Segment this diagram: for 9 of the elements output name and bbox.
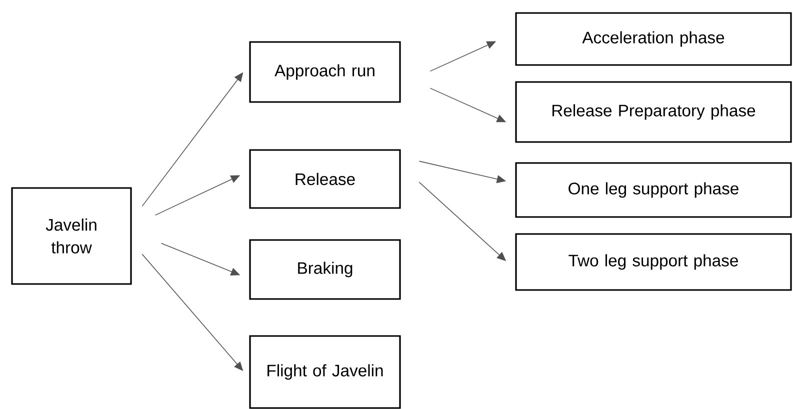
process-box: Braking: [249, 239, 401, 300]
process-box: One leg support phase: [515, 162, 792, 218]
process-box: Release Preparatory phase: [515, 81, 792, 143]
process-box: Two leg support phase: [515, 233, 792, 291]
process-box: Acceleration phase: [515, 12, 792, 66]
process-box: Approach run: [249, 41, 401, 103]
process-box: Javelin throw: [11, 187, 132, 285]
process-box: Flight of Javelin: [249, 335, 401, 409]
process-box: Release: [249, 149, 401, 209]
